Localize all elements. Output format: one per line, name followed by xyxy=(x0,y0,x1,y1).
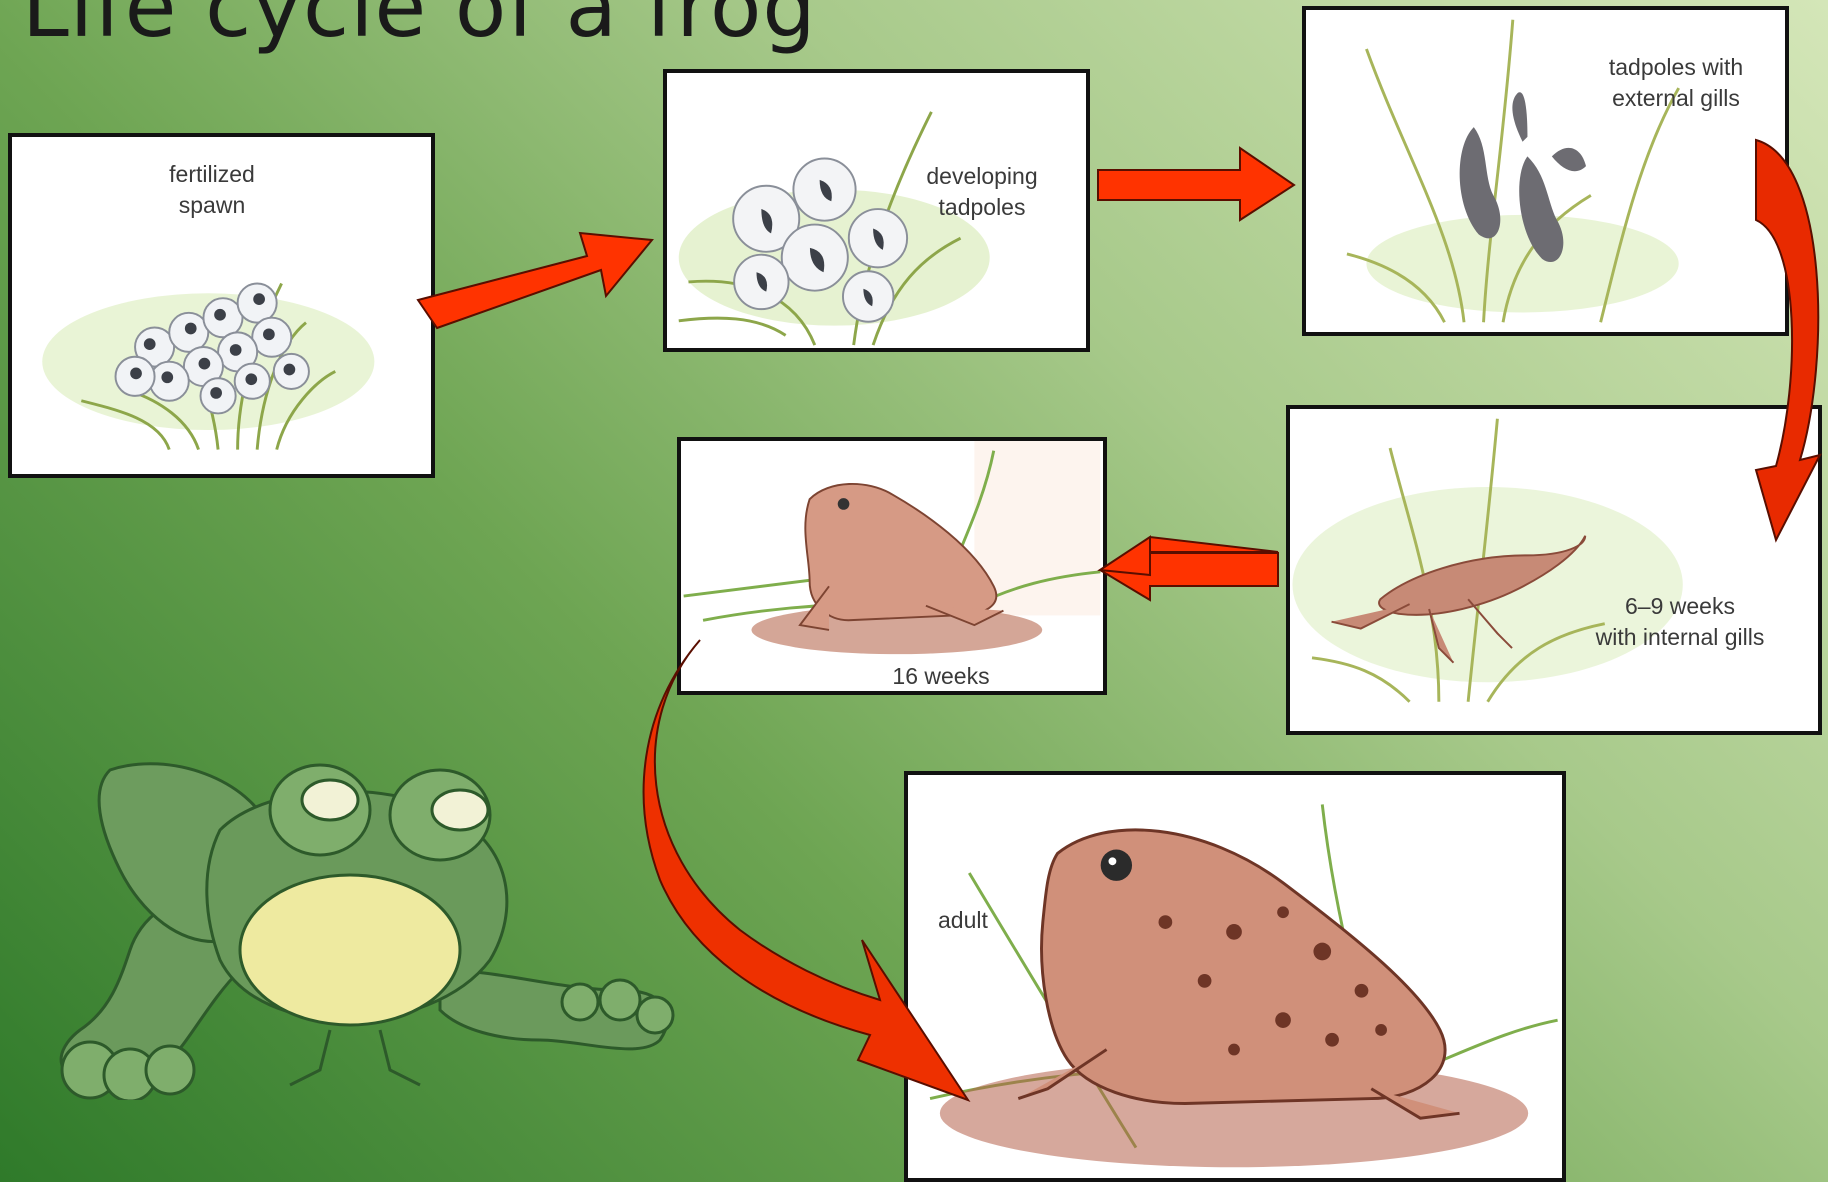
internal-gills-illustration xyxy=(1290,409,1818,731)
arrow-spawn-to-developing xyxy=(418,233,652,328)
stage-label-internal-gills: 6–9 weeks with internal gills xyxy=(1560,591,1800,653)
stage-label-16-weeks: 16 weeks xyxy=(881,661,1001,692)
stage-fertilized-spawn: fertilized spawn xyxy=(8,133,435,478)
stage-internal-gills: 6–9 weeks with internal gills xyxy=(1286,405,1822,735)
arrow-internal-to-16-weeks-shape xyxy=(1100,537,1278,600)
arrow-internal-to-16-weeks xyxy=(1100,538,1278,576)
stage-label-fertilized-spawn: fertilized spawn xyxy=(132,159,292,221)
stage-adult: adult xyxy=(904,771,1566,1182)
stage-developing-tadpoles: developing tadpoles xyxy=(663,69,1090,352)
stage-label-external-gills: tadpoles with external gills xyxy=(1576,52,1776,114)
cartoon-frog-icon xyxy=(20,740,700,1100)
stage-external-gills: tadpoles with external gills xyxy=(1302,6,1789,336)
slide-title: Life cycle of a frog xyxy=(22,0,817,56)
adult-frog-illustration xyxy=(908,775,1562,1178)
stage-label-adult: adult xyxy=(938,905,1018,936)
arrow-developing-to-external xyxy=(1098,148,1294,220)
16-weeks-froglet-illustration xyxy=(681,441,1103,691)
stage-16-weeks: 16 weeks xyxy=(677,437,1107,695)
stage-label-developing-tadpoles: developing tadpoles xyxy=(907,161,1057,223)
